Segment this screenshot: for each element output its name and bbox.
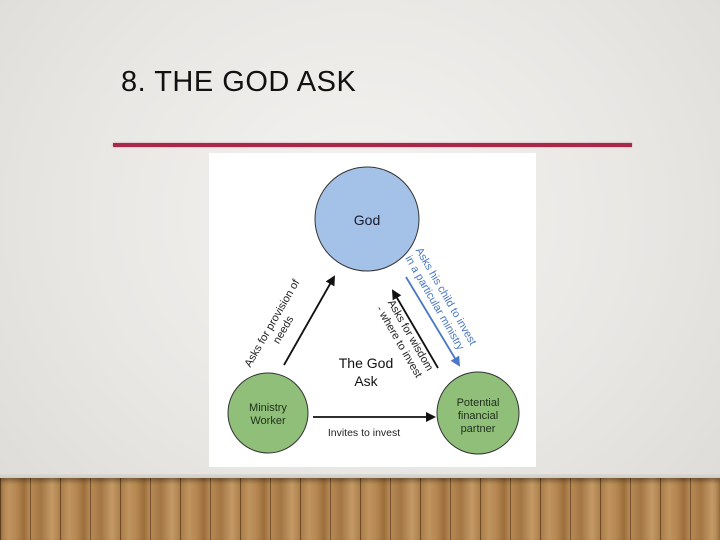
edge-worker-to-partner-label: Invites to invest bbox=[328, 427, 400, 439]
node-ministry-worker-label-2: Worker bbox=[250, 415, 286, 427]
center-label-line-2: Ask bbox=[354, 373, 378, 389]
center-label-line-1: The God bbox=[339, 355, 393, 371]
edge-worker-to-god: Asks for provision of needs bbox=[242, 275, 335, 369]
center-label: The God Ask bbox=[339, 355, 393, 389]
node-partner-label-2: financial bbox=[458, 410, 498, 422]
node-god: God bbox=[314, 166, 420, 272]
title-divider bbox=[113, 143, 632, 147]
node-god-label: God bbox=[354, 212, 380, 228]
god-ask-diagram: God Ministry Worker Potential financial … bbox=[209, 153, 536, 467]
slide-title: 8. THE GOD ASK bbox=[121, 66, 357, 98]
wood-floor-background bbox=[0, 478, 720, 540]
floor-edge bbox=[0, 474, 720, 478]
node-financial-partner: Potential financial partner bbox=[436, 371, 520, 455]
node-partner-label-3: partner bbox=[461, 423, 496, 435]
node-ministry-worker: Ministry Worker bbox=[227, 372, 309, 454]
node-ministry-worker-label-1: Ministry bbox=[249, 402, 287, 414]
edge-worker-to-partner: Invites to invest bbox=[313, 412, 436, 439]
node-partner-label-1: Potential bbox=[457, 397, 500, 409]
